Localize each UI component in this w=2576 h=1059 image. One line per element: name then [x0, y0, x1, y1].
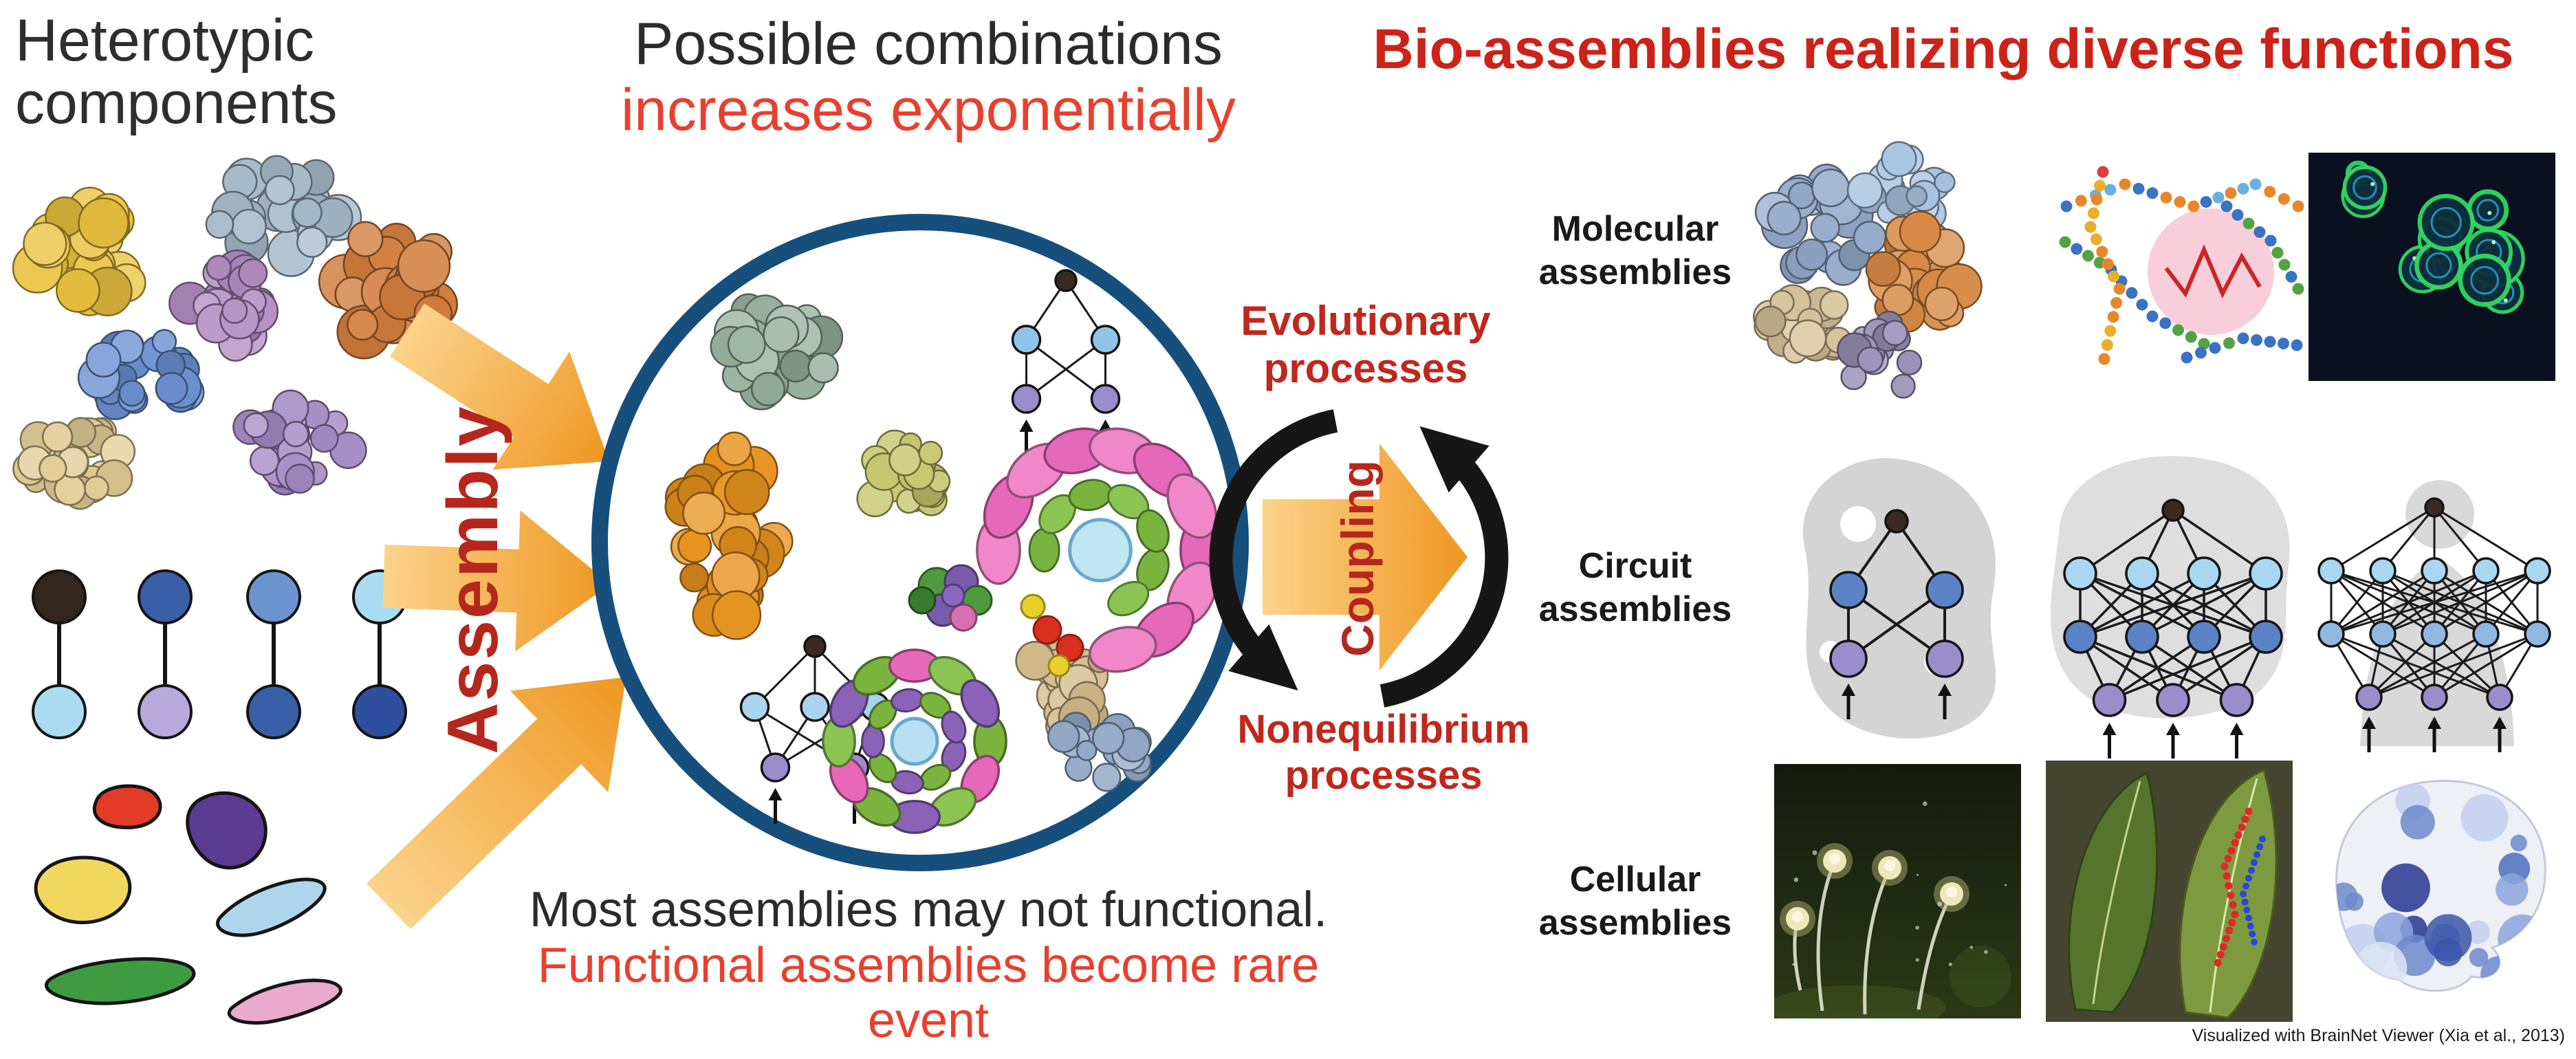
- possible-combinations-line2: increases exponentially: [621, 77, 1236, 144]
- brainnet-credit-caption: Visualized with BrainNet Viewer (Xia et …: [2192, 1026, 2565, 1045]
- evolutionary-processes-label: Evolutionary processes: [1241, 298, 1491, 391]
- assembly-arrows-icon: [367, 303, 626, 930]
- circuit-assemblies-illustrations: [1802, 456, 2551, 758]
- bio-assemblies-title: Bio-assemblies realizing diverse functio…: [1373, 18, 2514, 80]
- combination-pool-circle-illustration: [591, 214, 1249, 871]
- heterotypic-linker-components-illustration: [32, 569, 407, 739]
- functional-rarity-caption: Most assemblies may not functional. Func…: [481, 882, 1375, 1049]
- cellular-assemblies-label: Cellular assemblies: [1538, 860, 1732, 943]
- possible-combinations-line1: Possible combinations: [634, 11, 1223, 77]
- heterotypic-protein-blobs-illustration: [12, 155, 458, 510]
- molecular-assemblies-illustrations: [1753, 141, 2555, 399]
- heterotypic-title-line2: components: [15, 70, 338, 137]
- heterotypic-amorphous-shapes-illustration: [34, 784, 342, 1025]
- coupling-cycle-arrows-icon: [1209, 409, 1509, 708]
- nonequilibrium-processes-label: Nonequilibrium processes: [1237, 707, 1530, 798]
- heterotypic-components-title: Heterotypic components: [15, 8, 338, 137]
- functional-rarity-line1: Most assemblies may not functional.: [529, 882, 1328, 937]
- assembly-label: Assembly: [433, 405, 513, 754]
- functional-rarity-line2: Functional assemblies become rare event: [537, 937, 1320, 1049]
- possible-combinations-caption: Possible combinations increases exponent…: [585, 11, 1272, 144]
- cellular-assemblies-illustrations: [1774, 761, 2555, 1022]
- heterotypic-title-line1: Heterotypic: [15, 8, 314, 74]
- circuit-assemblies-label: Circuit assemblies: [1538, 546, 1732, 630]
- molecular-assemblies-label: Molecular assemblies: [1538, 209, 1732, 293]
- coupling-label: Coupling: [1332, 460, 1384, 657]
